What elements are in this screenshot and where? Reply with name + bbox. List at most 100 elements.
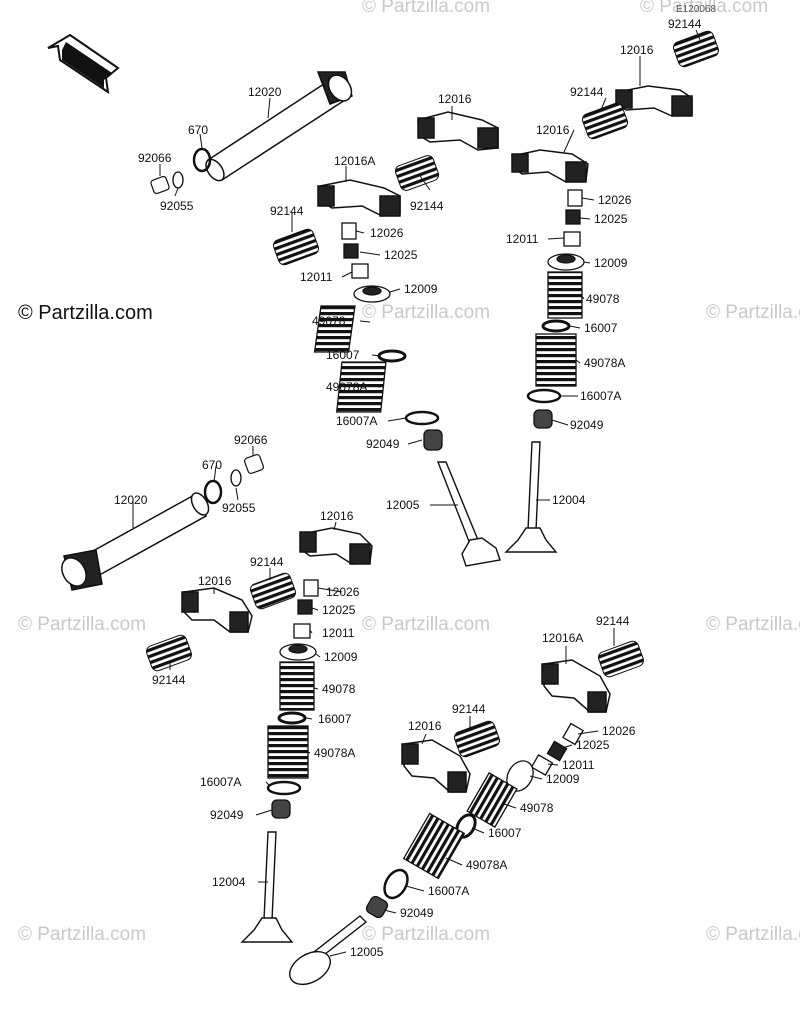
rocker-arm-12016A-bottom xyxy=(541,659,611,713)
part-label: 12005 xyxy=(386,498,420,512)
front-arrow-icon xyxy=(47,33,120,95)
part-label: 12011 xyxy=(506,232,539,246)
part-label: 92144 xyxy=(152,673,186,687)
part-label: 92049 xyxy=(210,808,244,822)
part-label: 12026 xyxy=(602,724,636,738)
valve-12004-bottom xyxy=(240,831,294,943)
part-label: 92049 xyxy=(570,418,604,432)
valve-stack-top-mid xyxy=(313,222,443,451)
watermark: © Partzilla.com xyxy=(362,924,491,945)
part-label: 12005 xyxy=(350,945,384,959)
part-label: 49078A xyxy=(584,356,626,370)
part-label: 12016 xyxy=(620,43,654,57)
part-label: 92055 xyxy=(222,501,256,515)
part-label: 12025 xyxy=(576,738,610,752)
spring-92144-g xyxy=(598,640,644,678)
part-label: 16007A xyxy=(428,884,470,898)
part-label: 92144 xyxy=(410,199,444,213)
spring-92144-b xyxy=(273,228,319,266)
watermark: © Partzilla.com xyxy=(706,614,800,635)
part-label: 49078A xyxy=(466,858,508,872)
o-ring-670-bottom xyxy=(203,479,223,505)
part-label: 12025 xyxy=(322,603,356,617)
watermark: © Partzilla.com xyxy=(362,614,491,635)
rocker-arm-12016A-top xyxy=(317,179,401,217)
part-label: 92049 xyxy=(400,906,434,920)
part-label: 16007A xyxy=(200,775,242,789)
valve-12005-top xyxy=(436,461,501,567)
part-label: 16007A xyxy=(580,389,622,403)
valve-stack-bottom-right xyxy=(365,722,584,919)
part-label: 12009 xyxy=(594,256,628,270)
watermark: © Partzilla.com xyxy=(18,924,147,945)
valve-12004-top xyxy=(504,441,558,553)
spring-92144-h xyxy=(454,720,500,758)
part-label: 12011 xyxy=(562,758,595,772)
spring-92144-d xyxy=(582,102,628,140)
part-label: 12011 xyxy=(322,626,355,640)
part-label: 670 xyxy=(188,123,209,137)
watermark: © Partzilla.com xyxy=(706,302,800,323)
part-label: 16007A xyxy=(336,414,378,428)
ring-92055-top xyxy=(172,171,184,189)
part-label: 49078 xyxy=(520,801,554,815)
part-label: 16007 xyxy=(584,321,618,335)
part-label: 49078 xyxy=(312,314,346,328)
part-label: 49078A xyxy=(314,746,356,760)
valve-stack-top-right xyxy=(526,189,585,429)
o-ring-670-top xyxy=(192,147,212,173)
part-label: 12009 xyxy=(324,650,358,664)
diagram-code: E120068 xyxy=(676,4,717,15)
ring-92055-bottom xyxy=(230,469,242,487)
part-label: 12026 xyxy=(326,585,360,599)
spring-92144-c xyxy=(673,30,719,68)
part-label: 92049 xyxy=(366,437,400,451)
part-label: 12026 xyxy=(370,226,404,240)
watermark: © Partzilla.com xyxy=(362,302,491,323)
rocker-arm-12016-bottom-left-b xyxy=(181,587,253,633)
part-label: 92144 xyxy=(452,702,486,716)
rocker-arm-12016-bottom-right xyxy=(401,739,471,793)
part-label: 92066 xyxy=(234,433,268,447)
spring-92144-f xyxy=(146,634,192,672)
spring-92144-e xyxy=(250,572,296,610)
part-label: 12004 xyxy=(212,875,246,889)
part-label: 92144 xyxy=(668,17,702,31)
rocker-shaft-12020-top xyxy=(205,71,353,182)
part-label: 12011 xyxy=(300,270,333,284)
part-label: 12016 xyxy=(408,719,442,733)
rocker-shaft-12020-bottom xyxy=(61,492,210,591)
part-label: 670 xyxy=(202,458,223,472)
part-label: 12016A xyxy=(542,631,584,645)
watermark: © Partzilla.com xyxy=(640,0,769,17)
plug-92066-top xyxy=(150,175,170,195)
part-label: 92144 xyxy=(250,555,284,569)
part-label: 12026 xyxy=(598,193,632,207)
part-label: 92055 xyxy=(160,199,194,213)
part-label: 12009 xyxy=(404,282,438,296)
plug-92066-bottom xyxy=(243,453,265,475)
part-label: 16007 xyxy=(488,826,522,840)
rocker-arm-12016-top-right-a xyxy=(615,85,693,117)
part-label: 12009 xyxy=(546,772,580,786)
part-label: 92144 xyxy=(270,204,304,218)
part-label: 92144 xyxy=(596,614,630,628)
part-label: 12016 xyxy=(198,574,232,588)
watermark: © Partzilla.com xyxy=(362,0,491,17)
rocker-arm-12016-top-right-b xyxy=(511,149,589,183)
part-label: 12004 xyxy=(552,493,586,507)
part-label: 12025 xyxy=(594,212,628,226)
part-label: 12020 xyxy=(248,85,282,99)
spring-92144-a xyxy=(394,155,440,191)
part-label: 92066 xyxy=(138,151,172,165)
part-label: 16007 xyxy=(326,348,360,362)
part-label: 49078 xyxy=(586,292,620,306)
rocker-arm-12016-bottom-left-a xyxy=(299,527,373,565)
watermark: © Partzilla.com xyxy=(18,614,147,635)
leader-lines xyxy=(132,29,701,957)
part-label: 49078 xyxy=(322,682,356,696)
valve-12005-bottom xyxy=(289,915,368,986)
part-label: 92144 xyxy=(570,85,604,99)
